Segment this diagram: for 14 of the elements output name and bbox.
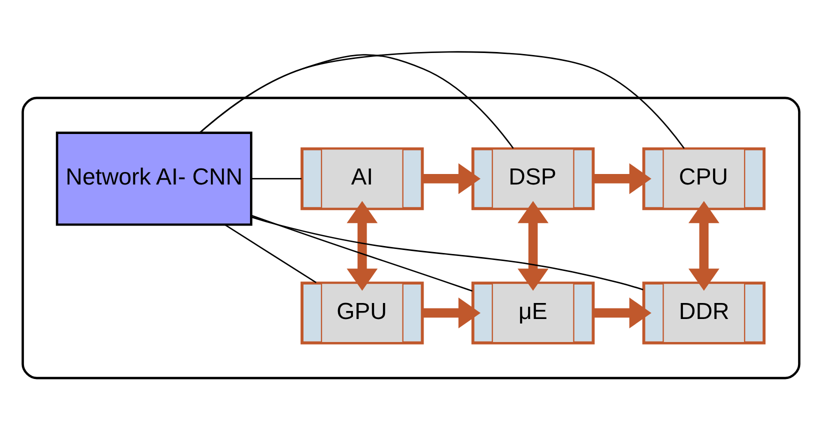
arrow — [688, 201, 720, 291]
connector — [251, 214, 473, 292]
connector — [251, 178, 302, 180]
arrow — [594, 163, 652, 194]
arrow — [346, 201, 378, 291]
connector — [224, 224, 316, 284]
connector — [200, 51, 685, 149]
node-box: Network AI- CNN — [56, 132, 252, 226]
arrow — [422, 163, 480, 194]
arrow — [594, 298, 652, 328]
cluster — [22, 96, 800, 380]
arrow — [518, 201, 548, 291]
connector — [251, 216, 644, 290]
arrow — [422, 298, 480, 328]
